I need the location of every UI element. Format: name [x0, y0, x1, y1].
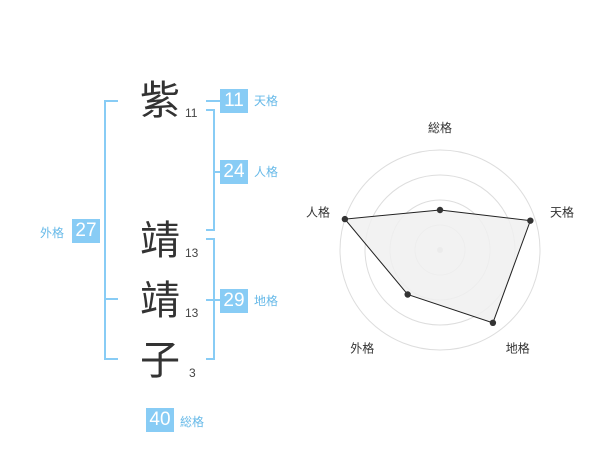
name-char-2: 靖: [140, 218, 180, 264]
gaikaku-label: 外格: [40, 226, 65, 240]
tenkaku-label: 天格: [254, 94, 279, 108]
chikaku-label: 地格: [254, 294, 279, 308]
stroke-count-4: 3: [189, 366, 196, 380]
name-char-3: 靖: [140, 278, 180, 324]
soukaku-label: 総格: [180, 415, 205, 429]
radar-ring: [339, 149, 541, 351]
stroke-count-1: 11: [185, 106, 198, 120]
radar-point-1: [436, 206, 444, 214]
stroke-count-2: 13: [185, 246, 199, 260]
gaikaku-value: 27: [72, 219, 100, 243]
radar-point-2: [527, 217, 534, 224]
radar-area: [343, 209, 532, 324]
radar-data: [341, 206, 534, 327]
name-char-1: 紫: [140, 78, 180, 124]
radar-axis-label: 人格: [306, 204, 330, 219]
chikaku-value: 29: [220, 289, 248, 313]
jinkaku-value: 24: [220, 160, 248, 184]
name-char-4: 子: [140, 338, 180, 384]
radar-point-4: [404, 291, 411, 298]
radar-axis-label: 天格: [550, 204, 574, 219]
radar-axis-label: 外格: [350, 341, 374, 356]
radar-point-5: [341, 215, 349, 223]
tenkaku-value: 11: [220, 89, 248, 113]
radar-axis-label: 総格: [428, 120, 452, 135]
radar-axis-label: 地格: [506, 341, 530, 356]
stroke-count-3: 13: [185, 306, 199, 320]
soukaku-value: 40: [146, 408, 174, 432]
jinkaku-label: 人格: [254, 165, 279, 179]
radar-point-3: [489, 319, 497, 327]
